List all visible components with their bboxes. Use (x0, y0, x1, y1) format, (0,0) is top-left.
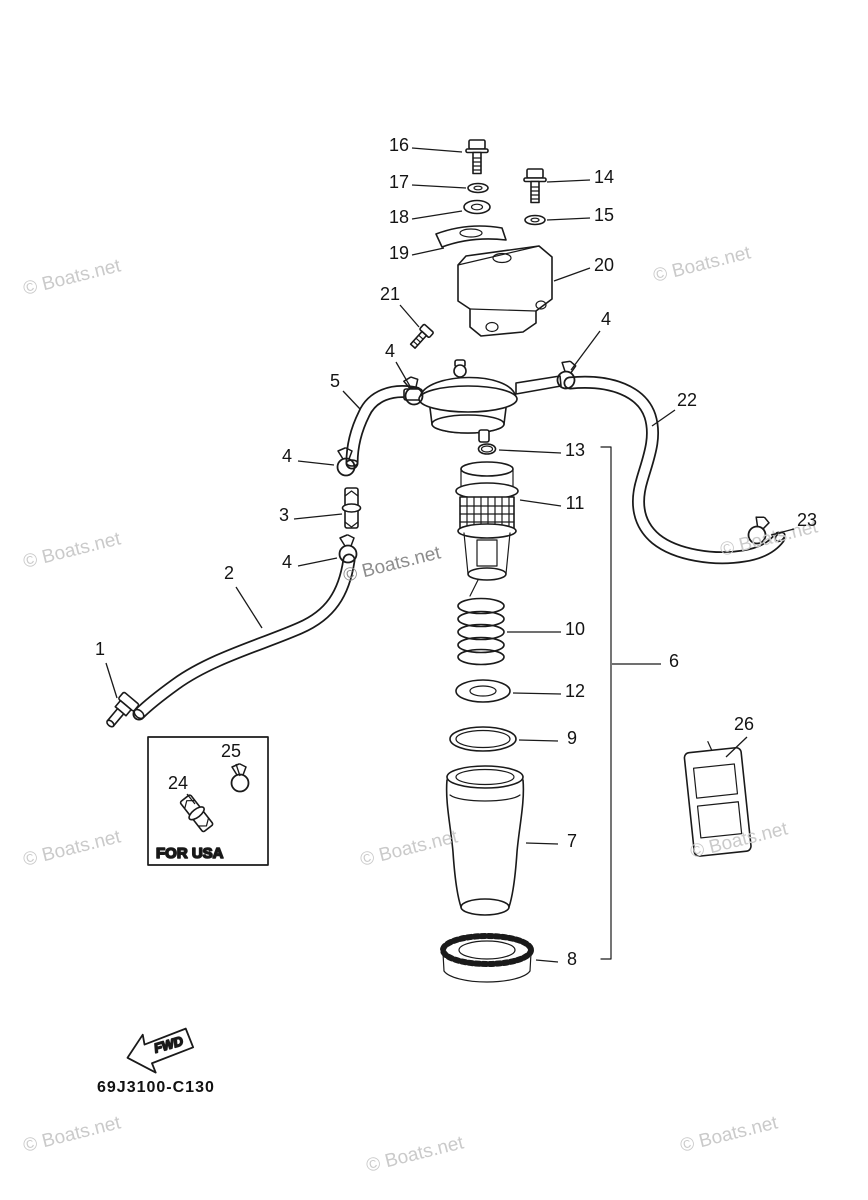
washer-15 (524, 214, 546, 226)
callout-9: 9 (567, 728, 577, 748)
hose-clamp-25 (230, 763, 250, 793)
ring-nut-8 (440, 933, 534, 983)
callout-16: 16 (389, 135, 409, 155)
callout-23: 23 (797, 510, 817, 530)
washer-17 (467, 182, 489, 194)
callout-12: 12 (565, 681, 585, 701)
callout-leader-4 (395, 361, 412, 389)
callout-leader-9 (518, 739, 559, 742)
hose-fitting-1 (106, 691, 140, 728)
gasket-13 (477, 443, 497, 455)
callout-10: 10 (565, 619, 585, 639)
callout-11: 11 (566, 493, 585, 513)
assembly-group-line-6 (600, 446, 612, 960)
callout-26: 26 (734, 714, 754, 734)
callout-leader-24 (186, 793, 196, 805)
screw-21 (409, 323, 434, 349)
watermark-text: © Boats.net (21, 1112, 123, 1157)
callout-15: 15 (594, 205, 614, 225)
callout-leader-16 (411, 147, 463, 153)
bracket-19 (435, 225, 507, 248)
callout-13: 13 (565, 440, 585, 460)
fuel-joint-3 (341, 487, 362, 529)
callout-leader-7 (525, 842, 559, 845)
spring-10 (457, 597, 505, 666)
callout-20: 20 (594, 255, 614, 275)
callout-leader-5 (342, 390, 361, 410)
callout-leader-1 (105, 662, 118, 699)
callout-4: 4 (385, 341, 395, 361)
callout-17: 17 (389, 172, 409, 192)
watermark-text: © Boats.net (21, 826, 123, 871)
callout-8: 8 (567, 949, 577, 969)
watermark-text: © Boats.net (358, 826, 460, 871)
fuel-hose-2 (132, 553, 356, 721)
bolt-14 (523, 168, 547, 204)
callout-7: 7 (567, 831, 577, 851)
fuel-hose-22 (563, 375, 786, 565)
callout-2: 2 (224, 563, 234, 583)
callout-leader-14 (546, 179, 591, 183)
watermark-text: © Boats.net (21, 528, 123, 573)
watermark-text: © Boats.net (364, 1132, 466, 1177)
callout-4: 4 (601, 309, 611, 329)
fwd-arrow: FWD (126, 1027, 195, 1074)
callout-leader-17 (411, 184, 467, 189)
bracket-20 (457, 245, 553, 337)
callout-leader-19 (411, 247, 445, 256)
callout-4: 4 (282, 446, 292, 466)
callout-leader-25 (235, 763, 241, 777)
callout-22: 22 (677, 390, 697, 410)
bolt-16 (465, 139, 489, 175)
fuel-hose-5 (345, 385, 423, 470)
for-usa-box: FOR USA (147, 736, 269, 866)
exploded-parts-artwork: FOR USA FWD (106, 139, 786, 1074)
callout-19: 19 (389, 243, 409, 263)
washer-12 (455, 679, 511, 703)
callout-leader-18 (411, 210, 463, 220)
watermark-text: © Boats.net (651, 242, 753, 287)
callout-25: 25 (221, 741, 241, 761)
callout-leader-2 (235, 586, 263, 629)
grommet-18 (463, 199, 491, 215)
callout-leader-20 (553, 267, 591, 282)
callout-leader-12 (512, 692, 562, 695)
watermark-text: © Boats.net (341, 542, 443, 587)
callout-3: 3 (279, 505, 289, 525)
callout-4: 4 (282, 552, 292, 572)
callout-1: 1 (95, 639, 105, 659)
watermark-text: © Boats.net (678, 1112, 780, 1157)
callout-leader-4 (297, 460, 335, 466)
callout-leader-4 (297, 557, 338, 567)
callout-5: 5 (330, 371, 340, 391)
fuel-pump-body (403, 359, 562, 443)
callout-leader-3 (293, 513, 343, 520)
watermark-text: © Boats.net (21, 255, 123, 300)
filter-element-11 (455, 461, 519, 597)
callout-21: 21 (380, 284, 400, 304)
callout-18: 18 (389, 207, 409, 227)
callout-leader-22 (651, 409, 676, 427)
for-usa-label: FOR USA (156, 845, 224, 862)
callout-leader-4 (570, 330, 601, 371)
callout-leader-8 (535, 959, 559, 963)
callout-14: 14 (594, 167, 614, 187)
diagram-code: 69J3100-C130 (97, 1079, 215, 1096)
filter-cup-7 (445, 765, 525, 916)
fuel-joint-24 (179, 794, 214, 833)
callout-leader-13 (498, 449, 562, 454)
o-ring-9 (449, 726, 517, 752)
callout-leader-23 (770, 528, 795, 536)
callout-leader-11 (519, 499, 562, 507)
callout-leader-21 (399, 304, 420, 328)
callout-24: 24 (168, 773, 188, 793)
callout-leader-26 (725, 736, 748, 758)
callout-6: 6 (669, 651, 679, 671)
callout-leader-15 (546, 217, 591, 221)
parts-bag-26 (683, 741, 752, 857)
